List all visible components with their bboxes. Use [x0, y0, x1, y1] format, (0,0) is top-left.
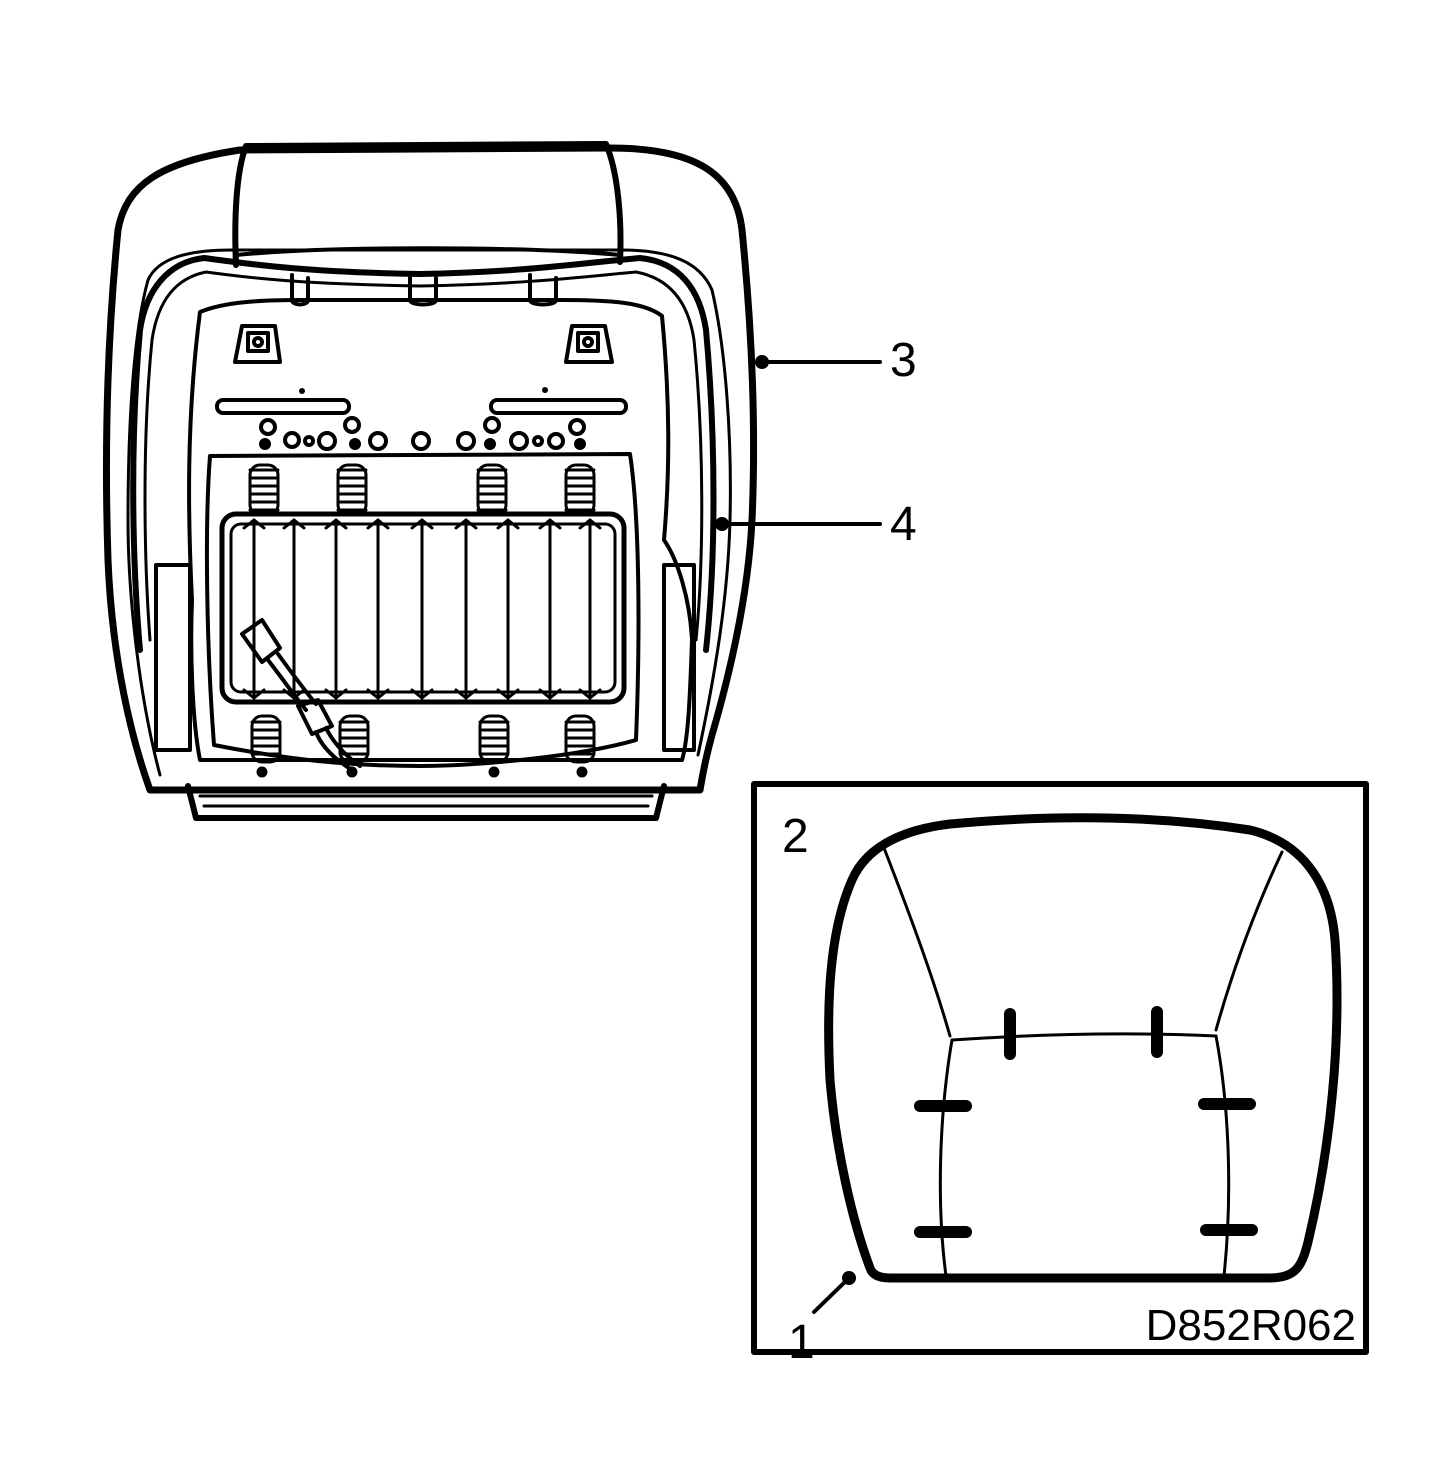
drawing-code: D852R062 [1146, 1301, 1356, 1350]
headrest-panel [232, 141, 624, 268]
inset-frame [751, 781, 1369, 1355]
spring-panel [204, 452, 641, 768]
backrest-frame-wire-inner [143, 270, 704, 642]
wiring-harness-connector [240, 618, 362, 772]
spring-upper-4 [564, 463, 596, 517]
callout-1-leader [812, 1276, 851, 1314]
callout-label-3: 3 [890, 334, 917, 387]
callout-label-1: 1 [788, 1316, 815, 1369]
spring-lower-4 [564, 714, 596, 764]
lumbar-straps [242, 518, 602, 700]
spring-upper-3 [476, 463, 508, 517]
lumbar-wire-frame-outer [219, 511, 627, 705]
pad-seams [882, 846, 1284, 1278]
inset-panel: 2 1 D852R062 [751, 781, 1369, 1369]
right-side-pad [662, 563, 696, 752]
spring-upper-1 [248, 463, 280, 517]
top-clip-right [528, 273, 558, 307]
bottom-rail-inner [198, 794, 654, 808]
upper-slot-left [215, 398, 351, 415]
mounting-bracket-right [564, 324, 614, 364]
top-clip-left [290, 273, 310, 307]
bottom-rail [185, 783, 667, 821]
left-side-pad [154, 563, 192, 752]
hole-row [259, 416, 586, 451]
lower-springs [250, 714, 596, 778]
seat-back-cover-outline [102, 144, 758, 794]
spring-lower-3 [478, 714, 510, 764]
callout-label-2: 2 [782, 810, 809, 863]
spring-upper-2 [336, 463, 368, 517]
upper-slot-right [489, 398, 628, 415]
callout-label-4: 4 [890, 498, 917, 551]
spring-lower-1 [250, 714, 282, 764]
backrest-frame-wire [130, 255, 717, 653]
seat-back-pad-outline [824, 813, 1342, 1283]
top-clip-center [408, 273, 438, 307]
mounting-bracket-left [233, 324, 282, 364]
upper-springs [248, 463, 596, 517]
headrest-panel-seam [234, 246, 622, 257]
pad-clip-marks [914, 1006, 1258, 1238]
seat-back-assembly [102, 141, 882, 821]
